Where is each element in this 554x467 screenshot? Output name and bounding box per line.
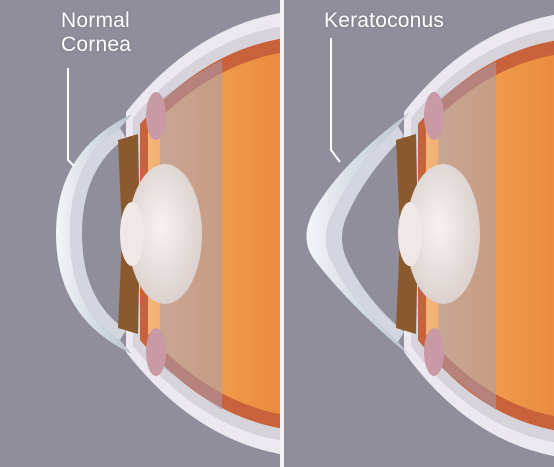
keratoconus-cornea-shape bbox=[306, 112, 410, 356]
keratoconus-panel: Keratoconus bbox=[284, 0, 554, 467]
normal-cornea-label: Normal Cornea bbox=[61, 9, 131, 57]
ciliary-body-top-right bbox=[424, 92, 444, 140]
ciliary-body-top bbox=[146, 92, 166, 140]
keratoconus-label: Keratoconus bbox=[324, 9, 444, 33]
label-leader-line bbox=[68, 68, 74, 166]
normal-cornea-eye-icon bbox=[0, 0, 280, 467]
label-leader-line-right bbox=[331, 38, 340, 162]
ciliary-body-bottom bbox=[146, 328, 166, 376]
keratoconus-eye-icon bbox=[284, 0, 554, 467]
normal-cornea-panel: Normal Cornea bbox=[0, 0, 280, 467]
ciliary-body-bottom-right bbox=[424, 328, 444, 376]
